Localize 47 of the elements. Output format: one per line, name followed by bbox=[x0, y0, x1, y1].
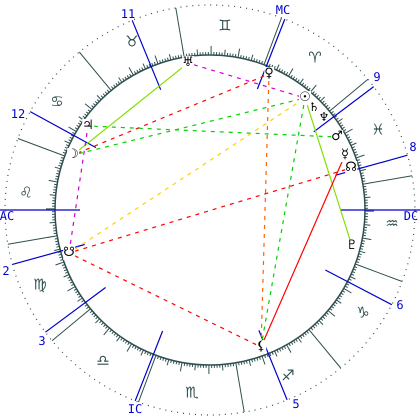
house-label: 12 bbox=[10, 108, 26, 120]
planet-glyph: ☉ bbox=[299, 91, 311, 105]
zodiac-sign: ♈ bbox=[308, 50, 322, 66]
zodiac-sign: ♏ bbox=[185, 386, 199, 400]
zodiac-sign: ♑ bbox=[356, 306, 370, 320]
house-label: DC bbox=[404, 210, 418, 222]
planet-glyph: ♄ bbox=[308, 101, 320, 113]
aspect-line bbox=[78, 67, 183, 151]
aspect-line bbox=[78, 98, 300, 154]
house-label: 8 bbox=[409, 141, 417, 153]
house-label: 2 bbox=[2, 265, 10, 277]
aspect-line bbox=[264, 162, 342, 340]
aspect-line bbox=[74, 255, 256, 346]
zodiac-sign: ♐ bbox=[281, 368, 295, 384]
planet-glyph: ♅ bbox=[182, 56, 194, 70]
aspect-line bbox=[78, 75, 264, 154]
zodiac-sign: ♎ bbox=[96, 354, 110, 368]
house-label: MC bbox=[276, 4, 290, 16]
house-label: 11 bbox=[120, 8, 136, 20]
planet-glyph: ♃ bbox=[82, 119, 94, 133]
house-label: 6 bbox=[396, 299, 404, 311]
zodiac-sign: ♍ bbox=[33, 278, 47, 292]
planet-glyph: ⚸ bbox=[256, 340, 266, 354]
zodiac-sign: ♓ bbox=[371, 122, 385, 138]
zodiac-sign: ♉ bbox=[125, 34, 139, 50]
house-label: 5 bbox=[292, 398, 300, 410]
house-label: IC bbox=[128, 403, 142, 415]
zodiac-sign: ♊ bbox=[218, 18, 232, 34]
planet-glyph: ♇ bbox=[346, 239, 358, 253]
house-label: 3 bbox=[38, 335, 46, 347]
aspect-line bbox=[306, 104, 350, 240]
aspect-line bbox=[94, 126, 332, 138]
aspect-line bbox=[194, 64, 300, 97]
aspect-line bbox=[74, 169, 346, 252]
planet-glyph: ☿ bbox=[341, 148, 349, 162]
aspect-line bbox=[69, 132, 88, 246]
aspect-line bbox=[262, 104, 304, 340]
planet-glyph: ♆ bbox=[318, 111, 330, 123]
house-label: 9 bbox=[373, 71, 381, 83]
planet-glyph: ☋ bbox=[63, 246, 75, 260]
zodiac-sign: ♒ bbox=[385, 216, 399, 232]
house-label: AC bbox=[0, 210, 14, 222]
zodiac-sign: ♋ bbox=[50, 94, 64, 110]
planet-glyph: ☊ bbox=[345, 161, 357, 175]
zodiac-sign: ♌ bbox=[19, 186, 33, 200]
planet-glyph: ♀ bbox=[264, 67, 274, 81]
aspect-line bbox=[74, 101, 300, 250]
